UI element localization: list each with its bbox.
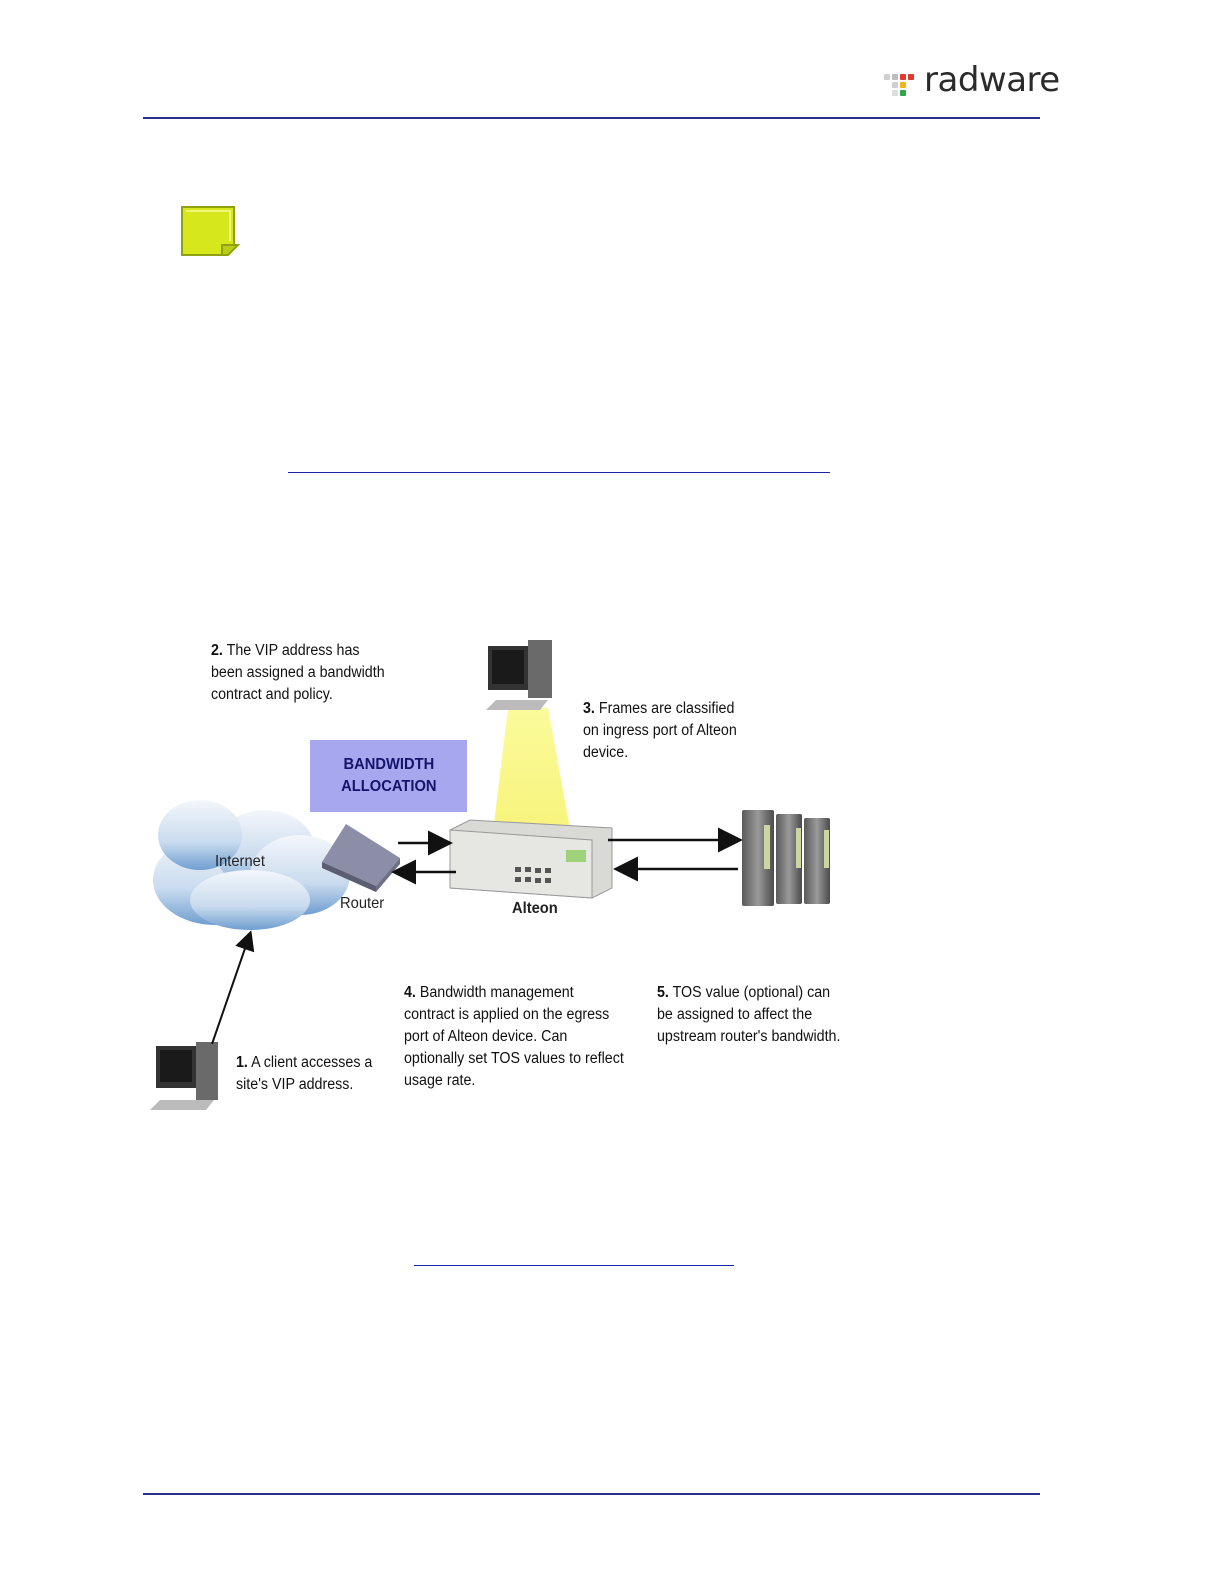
- step-text: A client accesses a site's VIP address.: [236, 1054, 373, 1093]
- step-5-caption: 5. TOS value (optional) can be assigned …: [657, 982, 841, 1048]
- alteon-label: Alteon: [512, 900, 558, 917]
- bandwidth-allocation-label: BANDWIDTH ALLOCATION: [340, 756, 437, 795]
- hyperlink-underline[interactable]: [414, 1265, 734, 1266]
- server-rack-icon: [742, 810, 830, 906]
- logo-dots-icon: [884, 68, 920, 98]
- step-3-caption: 3. Frames are classified on ingress port…: [583, 698, 752, 764]
- internet-cloud-icon: [153, 800, 350, 930]
- step-text: TOS value (optional) can be assigned to …: [657, 984, 841, 1045]
- alteon-device-icon: [449, 819, 613, 899]
- step-number: 2.: [211, 642, 223, 659]
- step-number: 1.: [236, 1054, 248, 1071]
- step-1-caption: 1. A client accesses a site's VIP addres…: [236, 1052, 374, 1096]
- step-2-caption: 2. The VIP address has been assigned a b…: [211, 640, 391, 706]
- logo-text: radware: [924, 60, 1060, 100]
- monitoring-pc-icon: [486, 640, 552, 710]
- step-4-caption: 4. Bandwidth management contract is appl…: [404, 982, 625, 1092]
- note-icon: [181, 206, 241, 256]
- client-to-internet-arrow: [211, 930, 255, 1045]
- step-number: 4.: [404, 984, 416, 1001]
- bandwidth-allocation-box: BANDWIDTH ALLOCATION: [310, 740, 467, 812]
- step-text: Frames are classified on ingress port of…: [583, 700, 737, 761]
- client-pc-icon: [150, 1042, 218, 1110]
- hyperlink-underline[interactable]: [288, 472, 830, 473]
- step-number: 5.: [657, 984, 669, 1001]
- step-text: Bandwidth management contract is applied…: [404, 984, 624, 1089]
- internet-label: Internet: [215, 853, 265, 870]
- step-number: 3.: [583, 700, 595, 717]
- header-rule: [143, 117, 1040, 119]
- radware-logo: radware: [884, 60, 1060, 104]
- footer-rule: [143, 1493, 1040, 1495]
- router-label: Router: [340, 895, 385, 912]
- classification-beam: [492, 708, 572, 840]
- step-text: The VIP address has been assigned a band…: [211, 642, 385, 703]
